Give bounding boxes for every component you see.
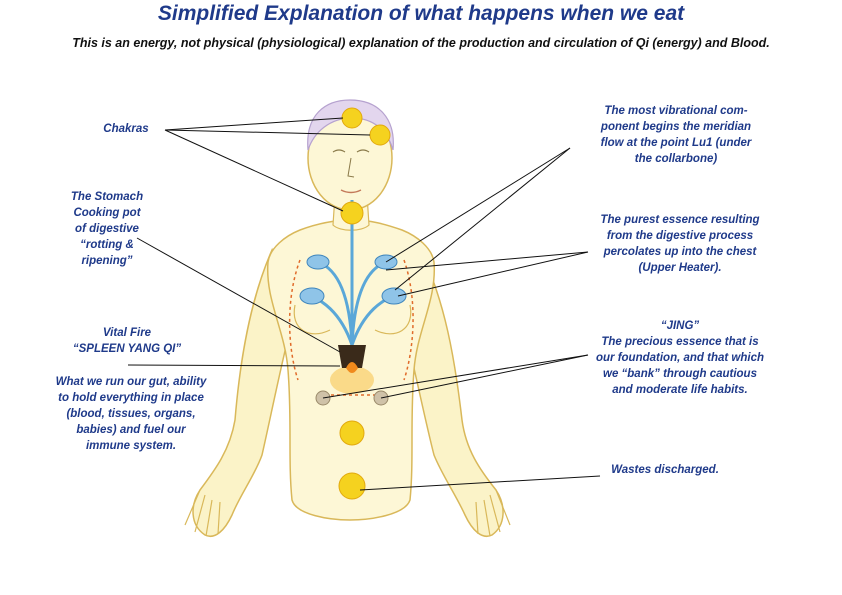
page-subtitle: This is an energy, not physical (physiol… <box>72 36 770 50</box>
label-wastes: Wastes discharged. <box>611 464 719 476</box>
label-stomach: The Stomach Cooking pot of digestive “ro… <box>70 191 144 267</box>
body-figure <box>184 99 511 537</box>
label-vibrational: The most vibrational com- ponent begins … <box>600 105 752 165</box>
label-gut: What we run our gut, ability to hold eve… <box>55 376 207 452</box>
cooking-pot-icon <box>330 345 374 394</box>
label-purest-essence: The purest essence resulting from the di… <box>600 214 760 274</box>
chakra-icons <box>338 107 391 500</box>
label-jing: “JING” The precious essence that is our … <box>595 320 764 396</box>
pointer-lines <box>127 117 601 491</box>
label-chakras: Chakras <box>103 123 149 135</box>
label-vital-fire: Vital Fire “SPLEEN YANG QI” <box>72 327 182 355</box>
meridian-flow <box>288 259 414 396</box>
page-title: Simplified Explanation of what happens w… <box>157 2 685 25</box>
